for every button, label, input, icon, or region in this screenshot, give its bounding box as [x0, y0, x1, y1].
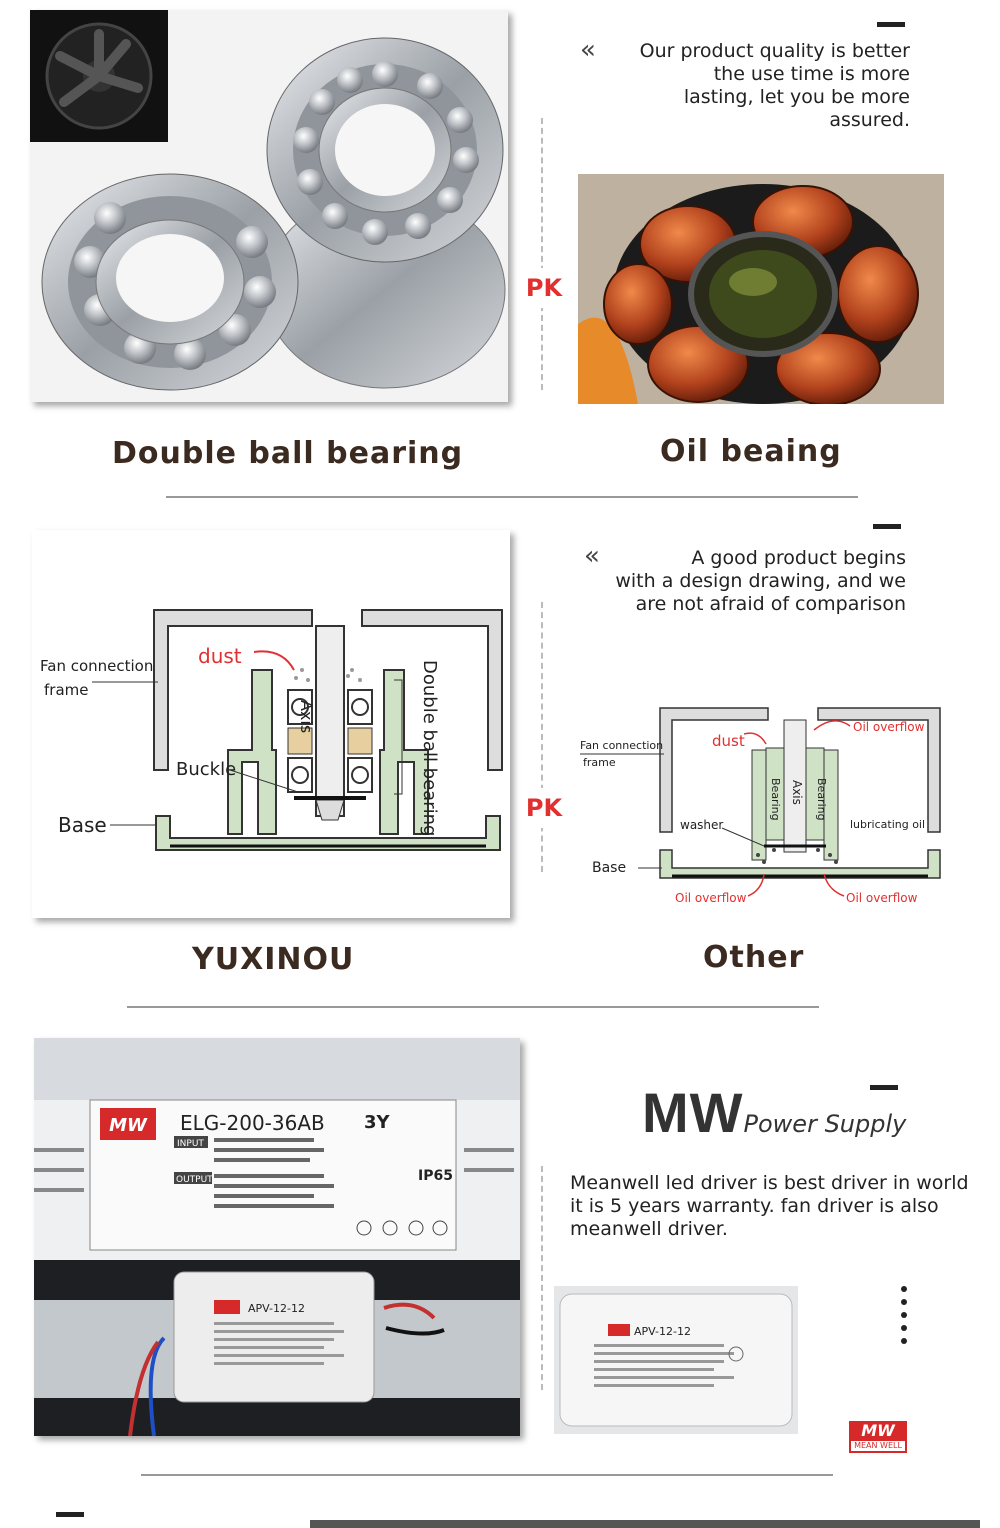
- driver-model-text: ELG-200-36AB: [180, 1111, 325, 1135]
- small-driver-photo: APV-12-12: [554, 1286, 798, 1434]
- dash-marker: [873, 524, 901, 529]
- small-driver-model: APV-12-12: [634, 1325, 691, 1338]
- description-line: meanwell driver.: [570, 1218, 728, 1240]
- dot: [901, 1338, 907, 1344]
- dot: [901, 1286, 907, 1292]
- meanwell-logo-text: MEAN WELL: [851, 1441, 905, 1451]
- dust-label: dust: [198, 644, 242, 668]
- oil-overflow-label: Oil overflow: [846, 891, 918, 905]
- base-label: Base: [58, 813, 107, 837]
- vs-divider: [541, 602, 543, 872]
- oil-bearing-caption: Oil beaing: [660, 434, 842, 469]
- dust-label: dust: [712, 732, 745, 750]
- quote-line: lasting, let you be more: [683, 86, 910, 108]
- bearing-photo: [30, 10, 508, 402]
- mw-brand-mark: MW: [642, 1081, 744, 1144]
- base-label: Base: [592, 860, 627, 876]
- design-quote: A good product begins with a design draw…: [560, 547, 906, 616]
- dot: [901, 1312, 907, 1318]
- next-section-edge: [310, 1520, 980, 1528]
- small-driver-model: APV-12-12: [248, 1302, 305, 1315]
- other-caption: Other: [703, 940, 805, 975]
- frame-label: frame: [583, 756, 616, 769]
- washer-label: washer: [680, 818, 724, 832]
- oil-overflow-label: Oil overflow: [675, 891, 747, 905]
- power-supply-text: Power Supply: [743, 1110, 907, 1138]
- quote-line: A good product begins: [691, 547, 906, 569]
- bearing-label: Bearing: [769, 778, 782, 821]
- section-divider: [166, 496, 858, 498]
- fan-connection-label: Fan connection: [40, 657, 154, 675]
- fan-connection-label: Fan connection: [580, 739, 664, 752]
- output-tag: OUTPUT: [176, 1175, 213, 1185]
- frame-label: frame: [44, 681, 89, 699]
- other-diagram: [578, 690, 944, 918]
- yuxinou-diagram: [32, 530, 510, 918]
- axis-label: Axis: [790, 780, 804, 805]
- double-chevron-left-icon: «: [580, 35, 596, 65]
- mw-logo-text: MW: [109, 1115, 148, 1136]
- bearing-label: Bearing: [815, 778, 828, 821]
- double-ball-bearing-label: Double ball bearing: [419, 660, 440, 837]
- section-divider: [127, 1006, 819, 1008]
- dash-marker: [56, 1512, 84, 1517]
- quote-line: assured.: [829, 109, 910, 131]
- pk-badge: PK: [522, 268, 566, 308]
- meanwell-description: Meanwell led driver is best driver in wo…: [570, 1172, 969, 1241]
- vertical-dots: [901, 1286, 907, 1351]
- quality-quote: Our product quality is better the use ti…: [560, 40, 910, 132]
- driver-model-suffix: 3Y: [364, 1112, 391, 1133]
- description-line: Meanwell led driver is best driver in wo…: [570, 1172, 969, 1194]
- yuxinou-caption: YUXINOU: [192, 942, 355, 977]
- meanwell-driver-photo: MW ELG-200-36AB 3Y INPUT OUTPUT IP65 APV…: [34, 1038, 520, 1436]
- dot: [901, 1299, 907, 1305]
- mw-brand-title: MWPower Supply: [642, 1080, 906, 1145]
- quote-line: are not afraid of comparison: [635, 593, 906, 615]
- input-tag: INPUT: [177, 1139, 204, 1149]
- ip-rating-text: IP65: [418, 1168, 453, 1184]
- dash-marker: [877, 22, 905, 27]
- vs-divider: [541, 1166, 543, 1390]
- oil-bearing-photo: [578, 174, 944, 404]
- quote-line: the use time is more: [713, 63, 910, 85]
- quote-line: with a design drawing, and we: [615, 570, 906, 592]
- description-line: it is 5 years warranty. fan driver is al…: [570, 1195, 939, 1217]
- meanwell-logo-mark: MW: [861, 1421, 895, 1440]
- lubricating-oil-label: lubricating oil: [850, 818, 926, 831]
- quote-line: Our product quality is better: [639, 40, 910, 62]
- pk-badge: PK: [522, 788, 566, 828]
- oil-overflow-label: Oil overflow: [853, 720, 925, 734]
- double-ball-bearing-caption: Double ball bearing: [112, 436, 464, 471]
- axis-label: Axis: [297, 700, 316, 734]
- dot: [901, 1325, 907, 1331]
- vs-divider: [541, 118, 543, 390]
- section-divider: [141, 1474, 833, 1476]
- meanwell-logo: MW MEAN WELL: [849, 1421, 907, 1453]
- buckle-label: Buckle: [176, 759, 237, 780]
- double-chevron-left-icon: «: [584, 541, 600, 571]
- dash-marker: [870, 1085, 898, 1090]
